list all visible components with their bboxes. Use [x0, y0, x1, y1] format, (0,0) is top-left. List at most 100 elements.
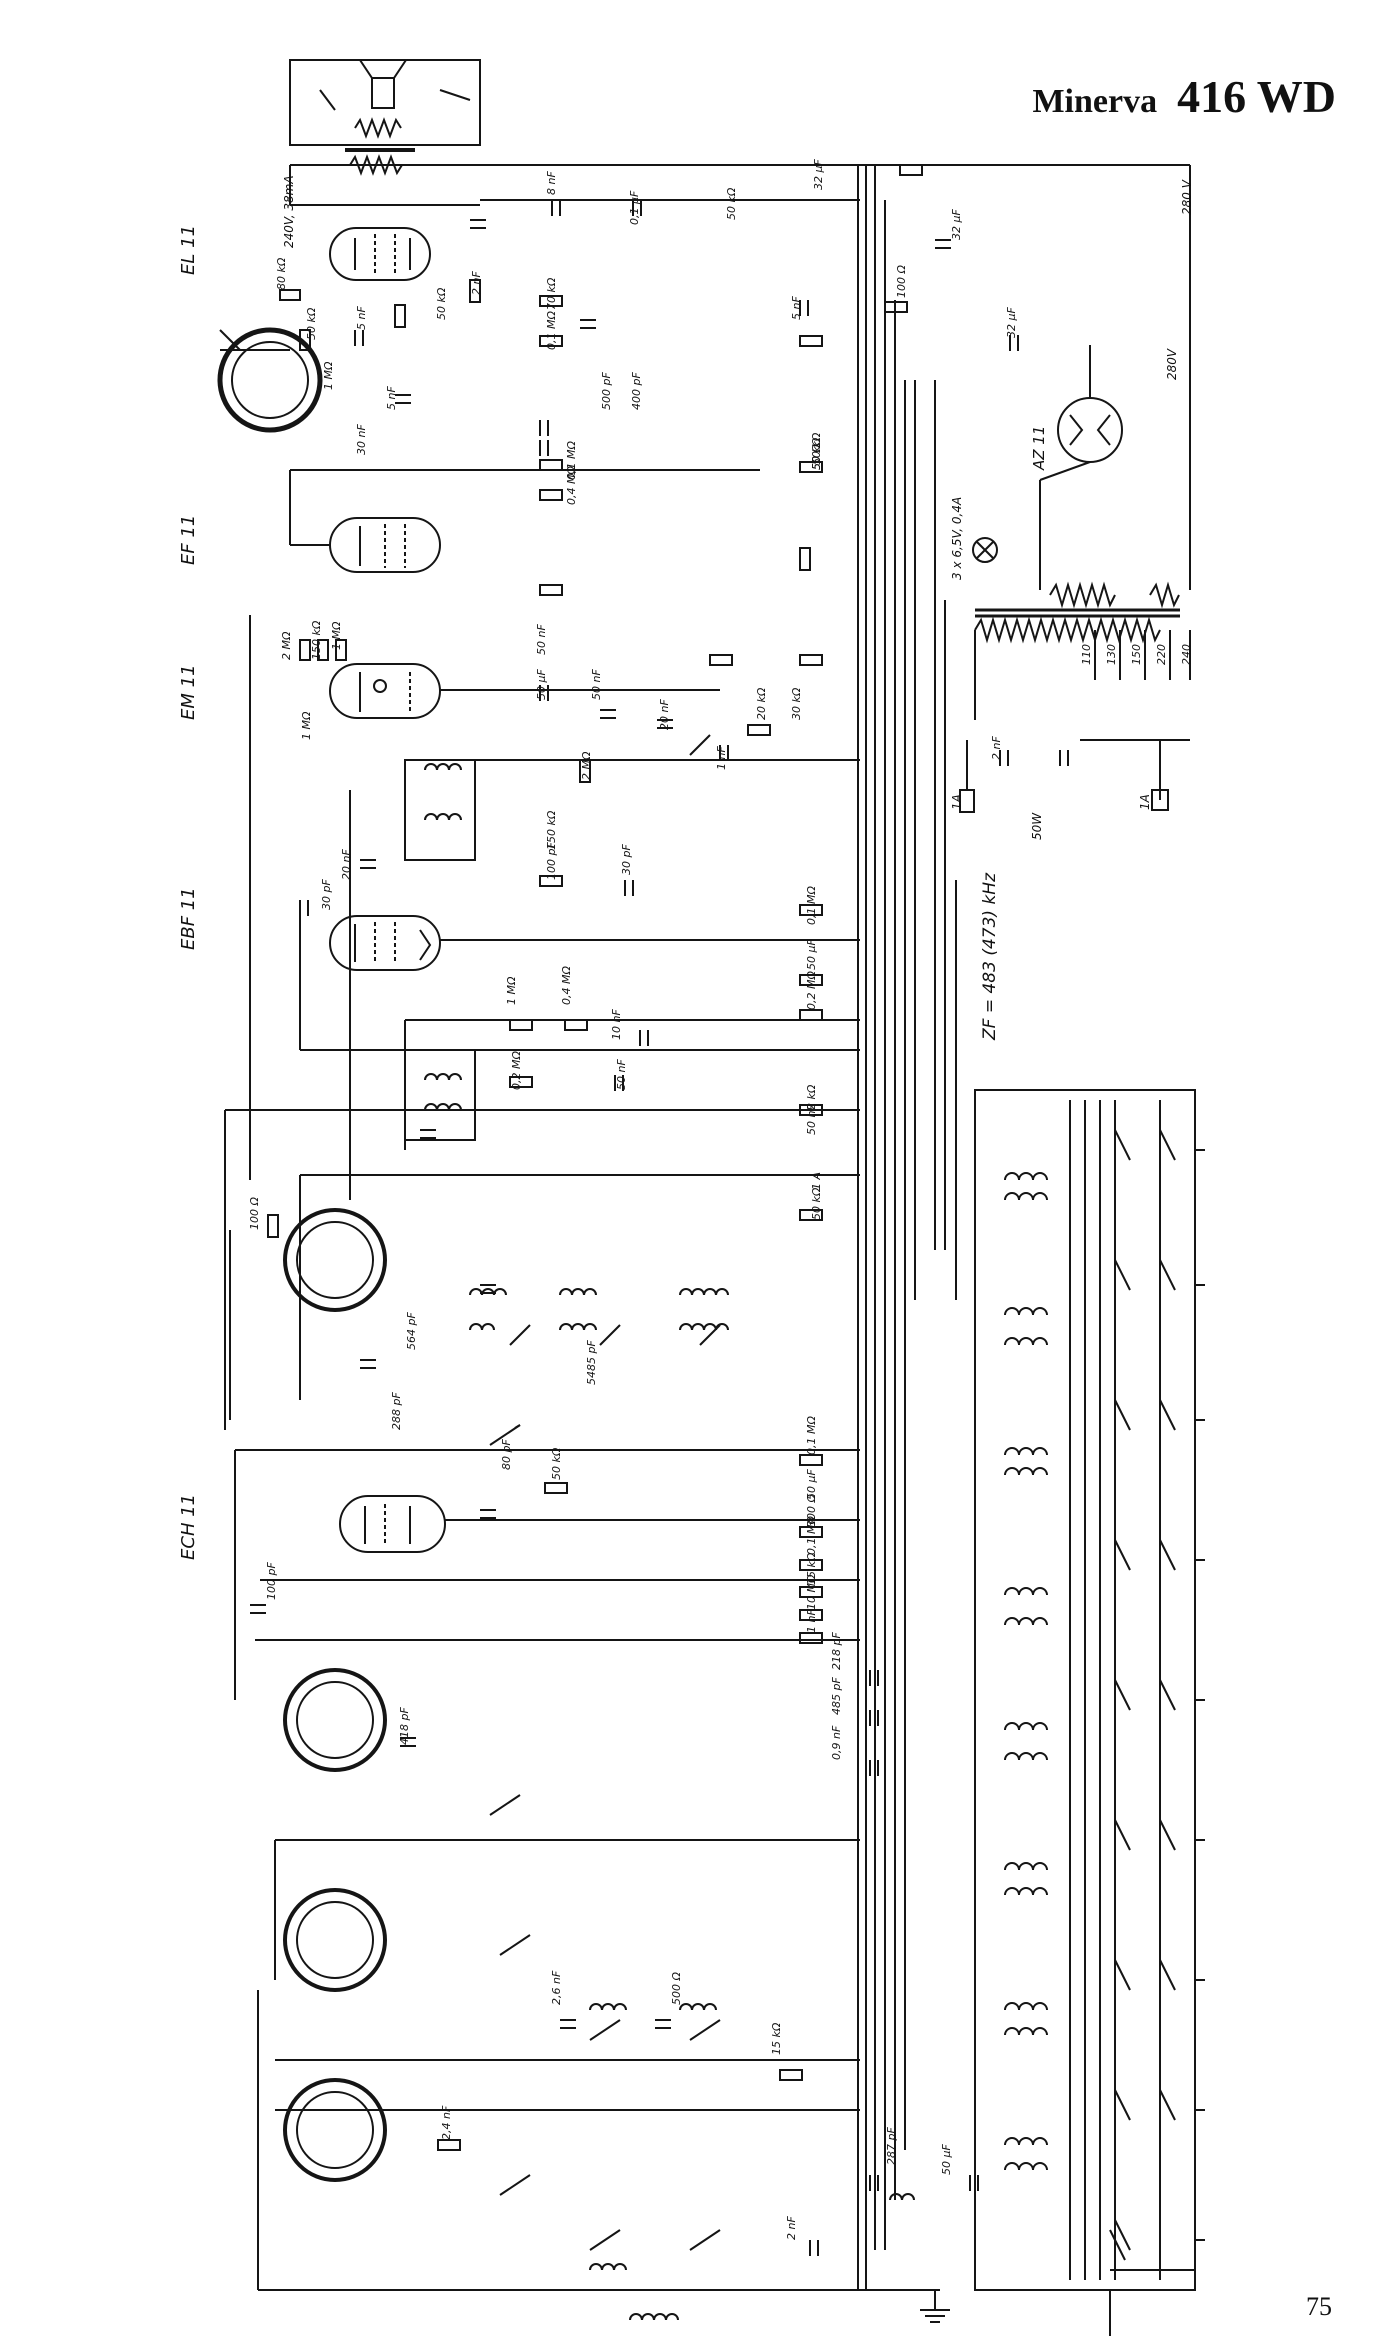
capacitors [250, 200, 1069, 2256]
page-title: Minerva 416 WD [1032, 70, 1336, 123]
component-value-label: 8 nF [545, 171, 558, 195]
fuse-note-primary: 1A [950, 794, 964, 810]
component-value-label: 287 pF [885, 2127, 898, 2165]
component-value-label: 0,1 MΩ [545, 311, 558, 350]
label-az11: AZ 11 [1030, 425, 1048, 470]
resistors [267, 164, 923, 2151]
component-value-label: 0,4 MΩ [560, 966, 573, 1005]
component-value-label: 485 pF [830, 1677, 843, 1715]
component-value-label: 32 μF [1005, 307, 1018, 338]
component-value-label: 15 kΩ [805, 1552, 818, 1585]
component-value-label: 1 MΩ [322, 361, 335, 390]
pilot-lamp-icon [972, 537, 998, 563]
component-value-label: 50 kΩ [810, 437, 823, 470]
component-value-label: 80 kΩ [275, 257, 288, 290]
component-value-label: 50 kΩ [550, 1447, 563, 1480]
power-transformer [974, 165, 1191, 720]
component-value-label: 50 kΩ [435, 287, 448, 320]
component-value-label: 50 nF [535, 624, 548, 655]
component-value-label: 100 pF [545, 842, 558, 880]
component-value-label: 0,1 MΩ [805, 1416, 818, 1455]
output-transformer [345, 117, 415, 176]
component-value-label: 2 MΩ [280, 631, 293, 660]
component-value-label: 2 kΩ [805, 1084, 818, 1110]
component-value-label: 32 μF [812, 159, 825, 190]
heater-note: 3 x 6,5V, 0,4A [950, 496, 964, 580]
az11-rectifier-tube [1039, 345, 1123, 590]
component-value-label: 500 Ω [670, 1972, 683, 2005]
component-value-label: 10 MΩ [805, 1574, 818, 1610]
el11-tube [329, 227, 431, 281]
mains-tap-label: 130 [1105, 644, 1118, 665]
ebf11-tube [329, 915, 860, 971]
component-value-label: 100 Ω [895, 265, 908, 298]
component-value-label: 0,1 MΩ [805, 1516, 818, 1555]
speaker-icon [289, 59, 481, 146]
component-value-label: 2 nF [785, 2216, 798, 2240]
component-value-label: 2,6 nF [550, 1970, 563, 2005]
component-value-label: 218 pF [830, 1632, 843, 1670]
ground-bus-lines [857, 165, 957, 2290]
component-value-label: 50 μF [535, 669, 548, 700]
component-value-label: 5 nF [790, 296, 803, 320]
model-number: 416 WD [1177, 71, 1336, 122]
component-value-label: 0,2 MΩ [805, 971, 818, 1010]
component-value-label: 70 kΩ [545, 277, 558, 310]
component-value-label: 0,2 MΩ [510, 1051, 523, 1090]
hv-note-a: 280 V [1180, 180, 1194, 215]
component-value-label: 300 Ω [805, 1494, 818, 1527]
supply-rail [289, 164, 1190, 206]
label-ef11: EF 11 [178, 514, 199, 565]
mains-tap-label: 220 [1155, 644, 1168, 665]
dial-ring [217, 327, 323, 433]
component-value-label: 5 nF [385, 386, 398, 410]
component-value-label: 288 pF [390, 1392, 403, 1430]
component-value-label: 20 nF [340, 849, 353, 880]
component-value-label: 30 nF [355, 424, 368, 455]
wavechange-switch-bank [974, 1089, 1196, 2291]
component-value-label: 564 pF [405, 1312, 418, 1350]
component-value-label: 500 pF [600, 372, 613, 410]
oscillator-rings [283, 1208, 387, 2182]
component-value-label: 150 kΩ [545, 810, 558, 850]
page-number: 75 [1306, 2292, 1332, 2321]
component-value-label: 1 A [810, 1172, 823, 1190]
em11-tube [329, 663, 720, 719]
mains-tap-label: 240 [1180, 644, 1193, 665]
component-value-label: 50 nF [615, 1059, 628, 1090]
switch-bank-coils [1004, 1172, 1048, 2171]
component-value-label: 50 kΩ [810, 1187, 823, 1220]
variable-capacitors [489, 734, 721, 2251]
ground-icon [920, 2290, 950, 2323]
component-value-label: 50 kΩ [725, 187, 738, 220]
label-el11: EL 11 [178, 224, 199, 275]
power-note: 50W [1030, 812, 1044, 840]
component-value-label: 50 nF [590, 669, 603, 700]
hv-note-b: 280V [1165, 348, 1179, 380]
component-value-label: 0,1 MΩ [805, 886, 818, 925]
component-value-label: 2,4 nF [440, 2105, 453, 2140]
component-value-label: 30 pF [320, 879, 333, 910]
component-value-label: 50 Ω [810, 444, 823, 470]
component-value-label: 50 μF [805, 1469, 818, 1500]
mains-tap-terminals [959, 630, 1191, 813]
component-value-label: 0,9 nF [830, 1725, 843, 1760]
fuse-note-mains: 1A [1138, 794, 1152, 810]
component-value-label: 1 MΩ [300, 711, 313, 740]
label-ech11: ECH 11 [178, 1493, 199, 1560]
component-value-label: 50 μF [940, 2144, 953, 2175]
brand-name: Minerva [1032, 83, 1158, 120]
component-value-label: 50 μF [805, 939, 818, 970]
label-ebf11: EBF 11 [178, 887, 199, 950]
component-value-label: 5 nF [355, 306, 368, 330]
if-frequency-note: ZF = 483 (473) kHz [980, 873, 1000, 1040]
component-value-label: 10 nF [610, 1009, 623, 1040]
ech11-triode-tube [339, 1495, 860, 1553]
supply-current-note: 240V, 38mA [282, 175, 296, 248]
mains-tap-label: 110 [1080, 644, 1093, 665]
label-em11: EM 11 [178, 664, 199, 720]
component-value-label: 0,1 MΩ [565, 441, 578, 480]
component-value-label: 50 kΩ [305, 307, 318, 340]
